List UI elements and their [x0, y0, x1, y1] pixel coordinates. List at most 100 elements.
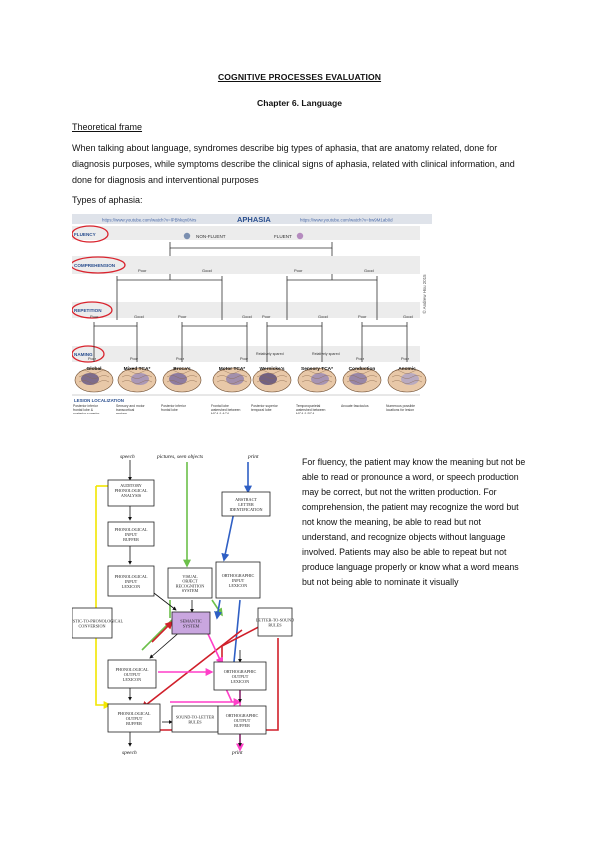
abstract-letter-box	[221, 491, 271, 517]
legend-fluent: FLUENT	[274, 234, 292, 239]
rep-label-7: Poor	[358, 314, 367, 319]
naming-label-7: Poor	[356, 357, 365, 361]
aphasia-type-label: Wernicke's	[259, 366, 284, 372]
legend-non-fluent: NON-FLUENT	[196, 234, 226, 239]
letter-to-sound-box	[257, 607, 293, 637]
aphasia-type-label: Conduction	[349, 366, 376, 372]
aphasia-credit: © Andrew Hsu 2015	[422, 274, 427, 314]
acoustic-phonological-box	[72, 607, 113, 639]
aphasia-type-label: Anomic	[398, 366, 416, 372]
rep-label-6: Good	[318, 314, 328, 319]
naming-label-8: Poor	[401, 357, 410, 361]
phonological-input-lexicon-box	[107, 565, 155, 597]
types-label: Types of aphasia:	[72, 195, 143, 205]
orthographic-output-buffer-box	[217, 705, 267, 735]
lesion-heading: LESION LOCALIZATION	[74, 398, 124, 403]
language-processing-model: speech pictures, seen objects print	[72, 450, 294, 760]
rep-label-3: Poor	[178, 314, 187, 319]
section-heading: Theoretical frame	[72, 122, 143, 132]
brain-icon	[162, 367, 202, 393]
orthographic-input-lexicon-box	[215, 561, 261, 599]
comp-label-3: Poor	[294, 268, 303, 273]
row-comprehension: COMPREHENSION	[74, 263, 116, 268]
document-title: COGNITIVE PROCESSES EVALUATION	[217, 72, 382, 82]
fluency-explanation-paragraph: For fluency, the patient may know the me…	[302, 457, 526, 587]
comp-label-1: Poor	[138, 268, 147, 273]
naming-label-2: Poor	[130, 357, 139, 361]
aphasia-type-label: Motor TCA*	[219, 366, 246, 372]
non-fluent-dot-icon	[183, 232, 191, 240]
chapter-heading: Chapter 6. Language	[257, 98, 342, 108]
brain-icon	[252, 367, 292, 393]
rep-label-4: Good	[242, 314, 252, 319]
comp-label-2: Good	[202, 268, 212, 273]
rep-label-1: Poor	[90, 314, 99, 319]
brain-icon	[74, 367, 114, 393]
naming-circle-icon	[72, 345, 105, 363]
fluency-circle-icon	[72, 225, 109, 243]
brain-icon	[117, 367, 157, 393]
aphasia-flowchart: https://www.youtube.com/watch?v=lPBhkqn0…	[72, 214, 432, 414]
aphasia-type-label: Global	[87, 366, 102, 372]
aphasia-type-label: Sensory TCA*	[301, 366, 333, 372]
brain-icon	[387, 367, 427, 393]
visual-object-recognition-box	[167, 567, 213, 599]
output-print: print	[231, 750, 243, 756]
comprehension-circle-icon	[72, 256, 126, 274]
row-fluency: FLUENCY	[74, 232, 96, 237]
aphasia-type-label: Mixed TCA*	[124, 366, 151, 372]
intro-paragraph: When talking about language, syndromes d…	[72, 143, 515, 185]
brain-icon	[212, 367, 252, 393]
aphasia-url-left: https://www.youtube.com/watch?v=lPBhkqn0…	[102, 218, 197, 223]
phonological-output-lexicon-box	[107, 659, 157, 689]
input-print: print	[247, 454, 259, 460]
naming-label-4: Poor	[240, 357, 249, 361]
aphasia-url-right: https://www.youtube.com/watch?v=bw9M1ab0…	[300, 218, 393, 223]
input-pictures: pictures, seen objects	[156, 454, 203, 460]
orthographic-output-lexicon-box	[213, 661, 267, 691]
phonological-output-buffer-box	[107, 703, 161, 733]
naming-label-5: Relatively spared	[256, 352, 284, 356]
output-speech: speech	[122, 750, 137, 756]
rep-label-2: Good	[134, 314, 144, 319]
rep-label-8: Good	[403, 314, 413, 319]
semantic-system-box	[171, 611, 211, 635]
brain-icon	[342, 367, 382, 393]
auditory-analysis-box	[107, 479, 155, 507]
naming-label-3: Poor	[176, 357, 185, 361]
repetition-circle-icon	[72, 301, 113, 319]
phonological-input-buffer-box	[107, 521, 155, 547]
input-speech: speech	[120, 454, 135, 460]
fluent-dot-icon	[296, 232, 304, 240]
lesion-location-label: Arcuate fasciculus	[341, 404, 369, 408]
rep-label-5: Poor	[262, 314, 271, 319]
row-repetition: REPETITION	[74, 308, 102, 313]
naming-label-6: Relatively spared	[312, 352, 340, 356]
row-naming: NAMING	[74, 352, 93, 357]
aphasia-title: APHASIA	[237, 215, 271, 224]
brain-icon	[297, 367, 337, 393]
comp-label-4: Good	[364, 268, 374, 273]
aphasia-type-label: Broca's	[173, 366, 191, 372]
